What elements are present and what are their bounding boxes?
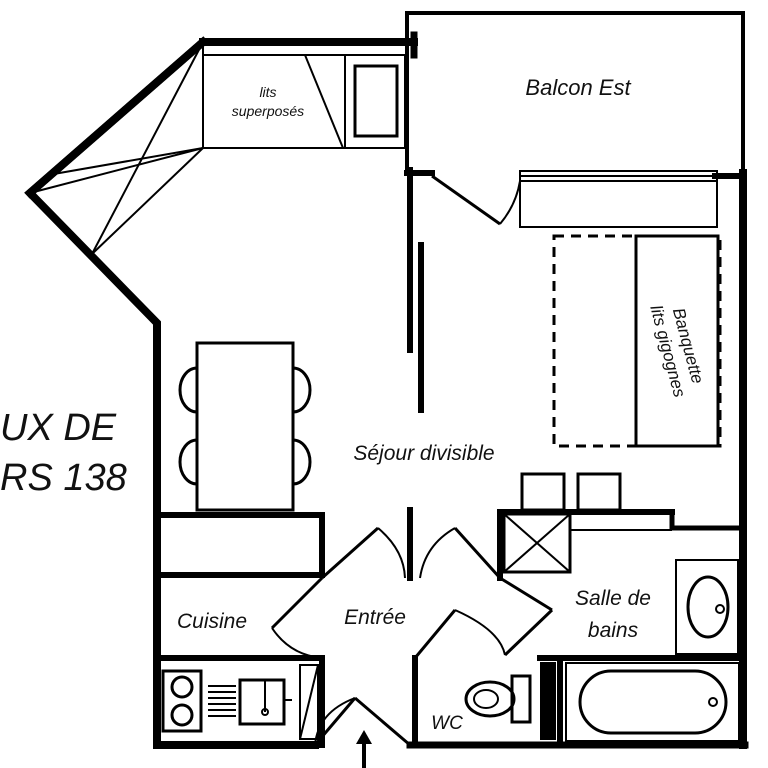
balcony <box>404 11 746 226</box>
wc-duct <box>540 662 556 740</box>
toilet <box>464 674 532 724</box>
kitchen-appliances <box>161 664 319 740</box>
alcove-cross-b <box>91 147 204 255</box>
kitchen-counter <box>154 512 325 578</box>
wc-door-leaf <box>413 609 457 659</box>
banquette-label: Banquette lits gigognes <box>646 303 707 400</box>
side-text-line1: UX DE <box>0 407 117 449</box>
chair-right-2 <box>292 438 312 486</box>
entrance-arrow-head <box>356 730 372 744</box>
room-labels: lits superposés Balcon Est Banquette lit… <box>177 75 707 734</box>
balcony-door-leaf <box>431 174 501 226</box>
entree-label: Entrée <box>344 606 406 629</box>
bathtub-basin <box>578 669 728 735</box>
lits-label-line1: lits <box>259 84 276 100</box>
chair-left-1 <box>178 366 198 414</box>
shower-tray <box>502 512 572 574</box>
shower-cross-b <box>503 513 571 573</box>
ladder-line <box>304 54 344 149</box>
sdb-label-line2: bains <box>588 619 639 642</box>
sink-faucet-drain <box>261 708 269 716</box>
pouf-1 <box>520 472 566 512</box>
front-door-leaf-left <box>313 697 357 746</box>
sdb-label-line1: Salle de <box>575 587 651 610</box>
entry-door-left-leaf <box>321 526 379 580</box>
wc-door-swing <box>454 609 506 656</box>
chair-right-1 <box>292 366 312 414</box>
bathroom-fixtures <box>502 512 740 742</box>
interior-walls <box>154 167 746 748</box>
pouf-2 <box>576 472 622 512</box>
fridge <box>299 664 319 740</box>
kitchen-door-leaf <box>270 576 324 630</box>
entrance-arrow <box>356 730 372 768</box>
kitchen-door-swing <box>271 627 323 659</box>
wc-label: WC <box>431 713 463 734</box>
entry-door-right-leaf <box>453 526 502 580</box>
closet-box <box>353 64 399 138</box>
balcony-door-swing <box>499 180 521 225</box>
alcove-cross-a <box>91 41 204 255</box>
chair-left-2 <box>178 438 198 486</box>
toilet-bowl <box>464 680 516 718</box>
toilet-seat <box>473 689 499 709</box>
cooktop <box>161 669 203 733</box>
sejour-label: Séjour divisible <box>353 442 494 465</box>
balcon-label: Balcon Est <box>525 75 631 100</box>
bathroom-door-leaf-2 <box>503 608 554 657</box>
vanity <box>675 559 739 655</box>
side-text-line2: RS 138 <box>0 457 127 499</box>
front-door-leaf-right <box>354 696 411 747</box>
fridge-diagonal <box>299 664 319 740</box>
bathtub-drain <box>708 697 718 707</box>
closet-frame <box>344 54 406 149</box>
entry-door-right-swing <box>419 527 456 579</box>
side-text: UX DE RS 138 <box>0 407 127 499</box>
sofa-bed <box>519 180 722 512</box>
burner-2 <box>170 703 194 727</box>
alcove-angled-wall <box>24 36 209 199</box>
alcove-cross-c <box>47 147 204 176</box>
sink-drain <box>715 604 725 614</box>
alcove-window-line <box>29 147 204 194</box>
entry-door-left-swing <box>377 527 406 579</box>
kitchen-sink <box>238 678 286 726</box>
drainboard-icon <box>208 685 236 717</box>
cuisine-label: Cuisine <box>177 610 247 633</box>
bathroom-door-leaf <box>499 576 553 612</box>
sink <box>686 575 730 639</box>
burner-1 <box>170 675 194 699</box>
toilet-tank <box>510 674 532 724</box>
dining-set <box>178 341 312 512</box>
bathtub <box>565 662 740 742</box>
dining-table <box>195 341 295 512</box>
lits-label-line2: superposés <box>232 103 304 119</box>
sofa-backrest <box>519 180 718 228</box>
bunk-alcove <box>24 36 409 255</box>
